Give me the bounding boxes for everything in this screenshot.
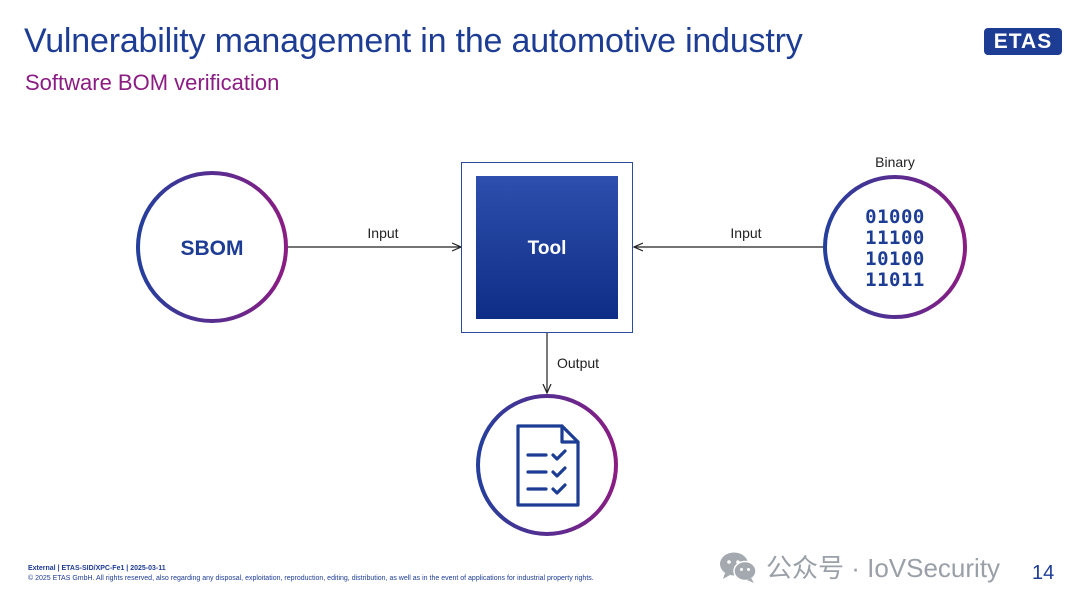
watermark-text: 公众号 · IoVSecurity: [766, 553, 1001, 583]
binary-node: Binary 01000 11100 10100 11011: [823, 154, 967, 319]
binary-row-3: 10100: [865, 248, 925, 270]
binary-icon: 01000 11100 10100 11011: [865, 206, 925, 291]
tool-box: [476, 176, 618, 319]
wechat-icon: [720, 552, 757, 583]
etas-logo: ETAS: [984, 28, 1062, 55]
tool-label: Tool: [528, 238, 567, 259]
wechat-watermark: 公众号 · IoVSecurity: [718, 548, 1000, 585]
footer-classification: External | ETAS-SID/XPC-Fe1 | 2025-03-11: [28, 565, 166, 572]
page-title: Vulnerability management in the automoti…: [24, 22, 803, 60]
output-label: Output: [557, 355, 599, 371]
report-circle: [476, 394, 618, 536]
report-node: [476, 394, 618, 536]
checklist-document-icon: [516, 424, 580, 507]
page-subtitle: Software BOM verification: [25, 70, 280, 95]
sbom-label: SBOM: [181, 237, 244, 260]
footer-copyright: © 2025 ETAS GmbH. All rights reserved, a…: [28, 575, 594, 582]
input-right-label: Input: [730, 225, 761, 241]
sbom-circle: [136, 171, 288, 323]
binary-circle: [823, 175, 967, 319]
page-number: 14: [1032, 562, 1055, 584]
binary-row-2: 11100: [865, 227, 925, 249]
binary-row-1: 01000: [865, 206, 925, 228]
binary-row-4: 11011: [865, 269, 925, 291]
sbom-node: SBOM: [136, 171, 288, 323]
binary-label: Binary: [875, 154, 915, 170]
input-left-label: Input: [367, 225, 398, 241]
tool-node: Tool: [461, 162, 633, 333]
